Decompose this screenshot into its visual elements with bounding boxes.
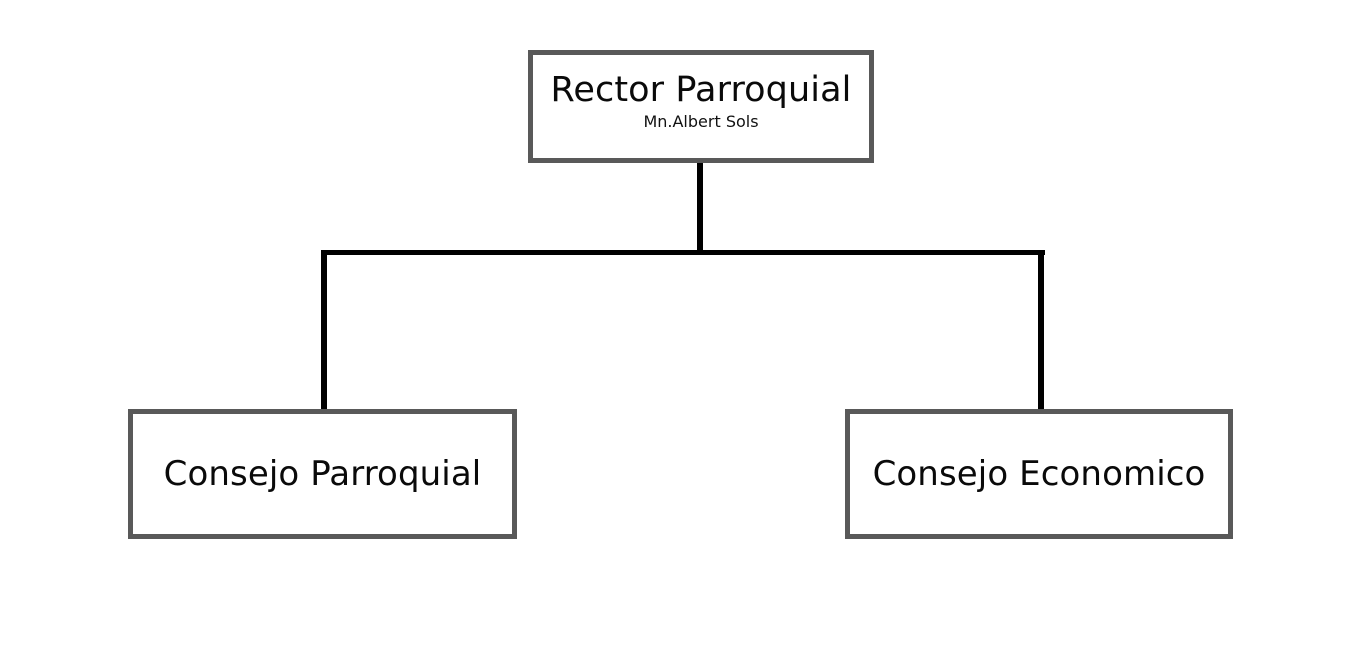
connector-drop-parish-council bbox=[321, 250, 327, 412]
connector-root-stem bbox=[697, 158, 703, 255]
connector-horizontal-bus bbox=[321, 250, 1045, 255]
node-consejo-parroquial-title: Consejo Parroquial bbox=[163, 453, 482, 494]
connector-drop-economic-council bbox=[1038, 250, 1044, 412]
node-consejo-parroquial[interactable]: Consejo Parroquial bbox=[128, 409, 517, 539]
node-rector-parroquial[interactable]: Rector Parroquial Mn.Albert Sols bbox=[528, 50, 874, 163]
node-rector-parroquial-title: Rector Parroquial bbox=[550, 69, 852, 110]
node-consejo-economico[interactable]: Consejo Economico bbox=[845, 409, 1233, 539]
node-rector-parroquial-subtitle: Mn.Albert Sols bbox=[643, 111, 759, 131]
node-consejo-economico-title: Consejo Economico bbox=[872, 453, 1206, 494]
